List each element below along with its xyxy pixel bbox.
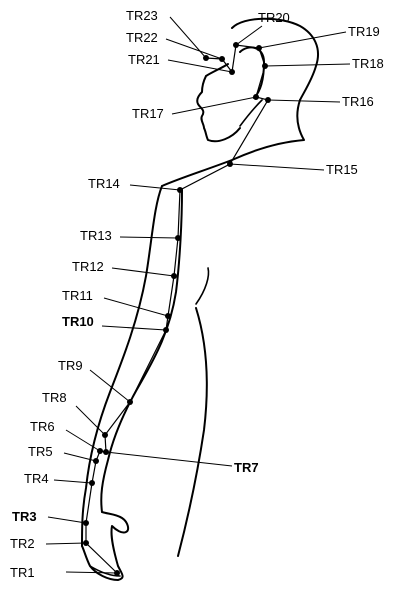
hand-outline <box>81 511 130 581</box>
leader-line-tr21 <box>167 59 233 73</box>
leader-line-tr5 <box>63 452 97 462</box>
label-tr12: TR12 <box>72 259 104 274</box>
label-tr14: TR14 <box>88 176 120 191</box>
leader-line-tr14 <box>129 184 181 191</box>
leader-line-tr15 <box>229 163 325 171</box>
acupoint-tr6 <box>97 448 103 454</box>
label-tr19: TR19 <box>348 24 380 39</box>
label-tr23: TR23 <box>126 8 158 23</box>
acupoint-tr20 <box>233 42 239 48</box>
acupoint-tr11 <box>165 313 171 319</box>
leader-line-tr12 <box>111 267 175 277</box>
leader-line-tr13 <box>119 236 179 239</box>
face-outline <box>196 63 241 143</box>
label-tr4: TR4 <box>24 471 49 486</box>
label-tr10: TR10 <box>62 314 94 329</box>
acupoint-tr9 <box>127 399 133 405</box>
label-tr6: TR6 <box>30 419 55 434</box>
acupoint-tr18 <box>262 63 268 69</box>
acupoint-tr7 <box>103 449 109 455</box>
acupoint-tr23 <box>203 55 209 61</box>
leader-line-tr19 <box>258 31 347 49</box>
label-tr16: TR16 <box>342 94 374 109</box>
label-tr21: TR21 <box>128 52 160 67</box>
ear-outline <box>239 46 265 99</box>
leader-line-tr3 <box>47 516 87 524</box>
acupoint-tr15 <box>227 161 233 167</box>
leader-line-tr1 <box>65 571 118 574</box>
acupoint-tr22 <box>219 56 225 62</box>
acupoint-tr19 <box>256 45 262 51</box>
leader-line-tr23 <box>169 16 207 59</box>
acupoint-tr21 <box>229 69 235 75</box>
leader-line-tr7 <box>105 451 233 467</box>
label-tr9: TR9 <box>58 358 83 373</box>
acupoint-tr17 <box>253 94 259 100</box>
arm-inner-outline <box>100 189 183 513</box>
leader-line-tr8 <box>75 405 106 436</box>
label-tr15: TR15 <box>326 162 358 177</box>
leader-line-tr18 <box>264 63 351 67</box>
leader-line-tr6 <box>65 429 101 452</box>
acupoint-tr3 <box>83 520 89 526</box>
shoulder-outline <box>161 99 305 187</box>
leader-lines <box>45 16 351 574</box>
label-tr22: TR22 <box>126 30 158 45</box>
label-tr18: TR18 <box>352 56 384 71</box>
label-tr2: TR2 <box>10 536 35 551</box>
acupoint-tr14 <box>177 187 183 193</box>
leader-line-tr10 <box>101 325 167 331</box>
acupoint-tr8 <box>102 432 108 438</box>
acupoint-tr10 <box>163 327 169 333</box>
acupoints <box>83 42 271 576</box>
label-tr1: TR1 <box>10 565 35 580</box>
neck-front-outline <box>239 99 263 127</box>
label-tr17: TR17 <box>132 106 164 121</box>
torso-front-outline <box>195 267 210 305</box>
leader-line-tr22 <box>165 38 223 60</box>
leader-line-tr9 <box>89 369 131 403</box>
acupoint-tr13 <box>175 235 181 241</box>
head-back-outline <box>231 17 319 101</box>
leader-line-tr20 <box>235 25 263 46</box>
leader-line-tr2 <box>45 542 87 545</box>
label-tr3: TR3 <box>12 509 37 524</box>
label-tr5: TR5 <box>28 444 53 459</box>
acupoint-tr12 <box>171 273 177 279</box>
leader-line-tr4 <box>53 479 93 484</box>
arm-outer-outline <box>81 185 163 547</box>
label-tr8: TR8 <box>42 390 67 405</box>
leader-line-tr16 <box>267 99 341 103</box>
leader-line-tr17 <box>171 96 257 115</box>
label-tr7: TR7 <box>234 460 259 475</box>
label-tr13: TR13 <box>80 228 112 243</box>
acupoint-tr5 <box>93 458 99 464</box>
body-outline <box>81 17 319 581</box>
acupoint-tr2 <box>83 540 89 546</box>
leader-line-tr11 <box>103 297 169 317</box>
label-tr20: TR20 <box>258 10 290 25</box>
acupoint-tr1 <box>114 570 120 576</box>
acupoint-tr4 <box>89 480 95 486</box>
label-tr11: TR11 <box>62 288 93 303</box>
torso-back-outline <box>177 307 208 557</box>
acupoint-tr16 <box>265 97 271 103</box>
